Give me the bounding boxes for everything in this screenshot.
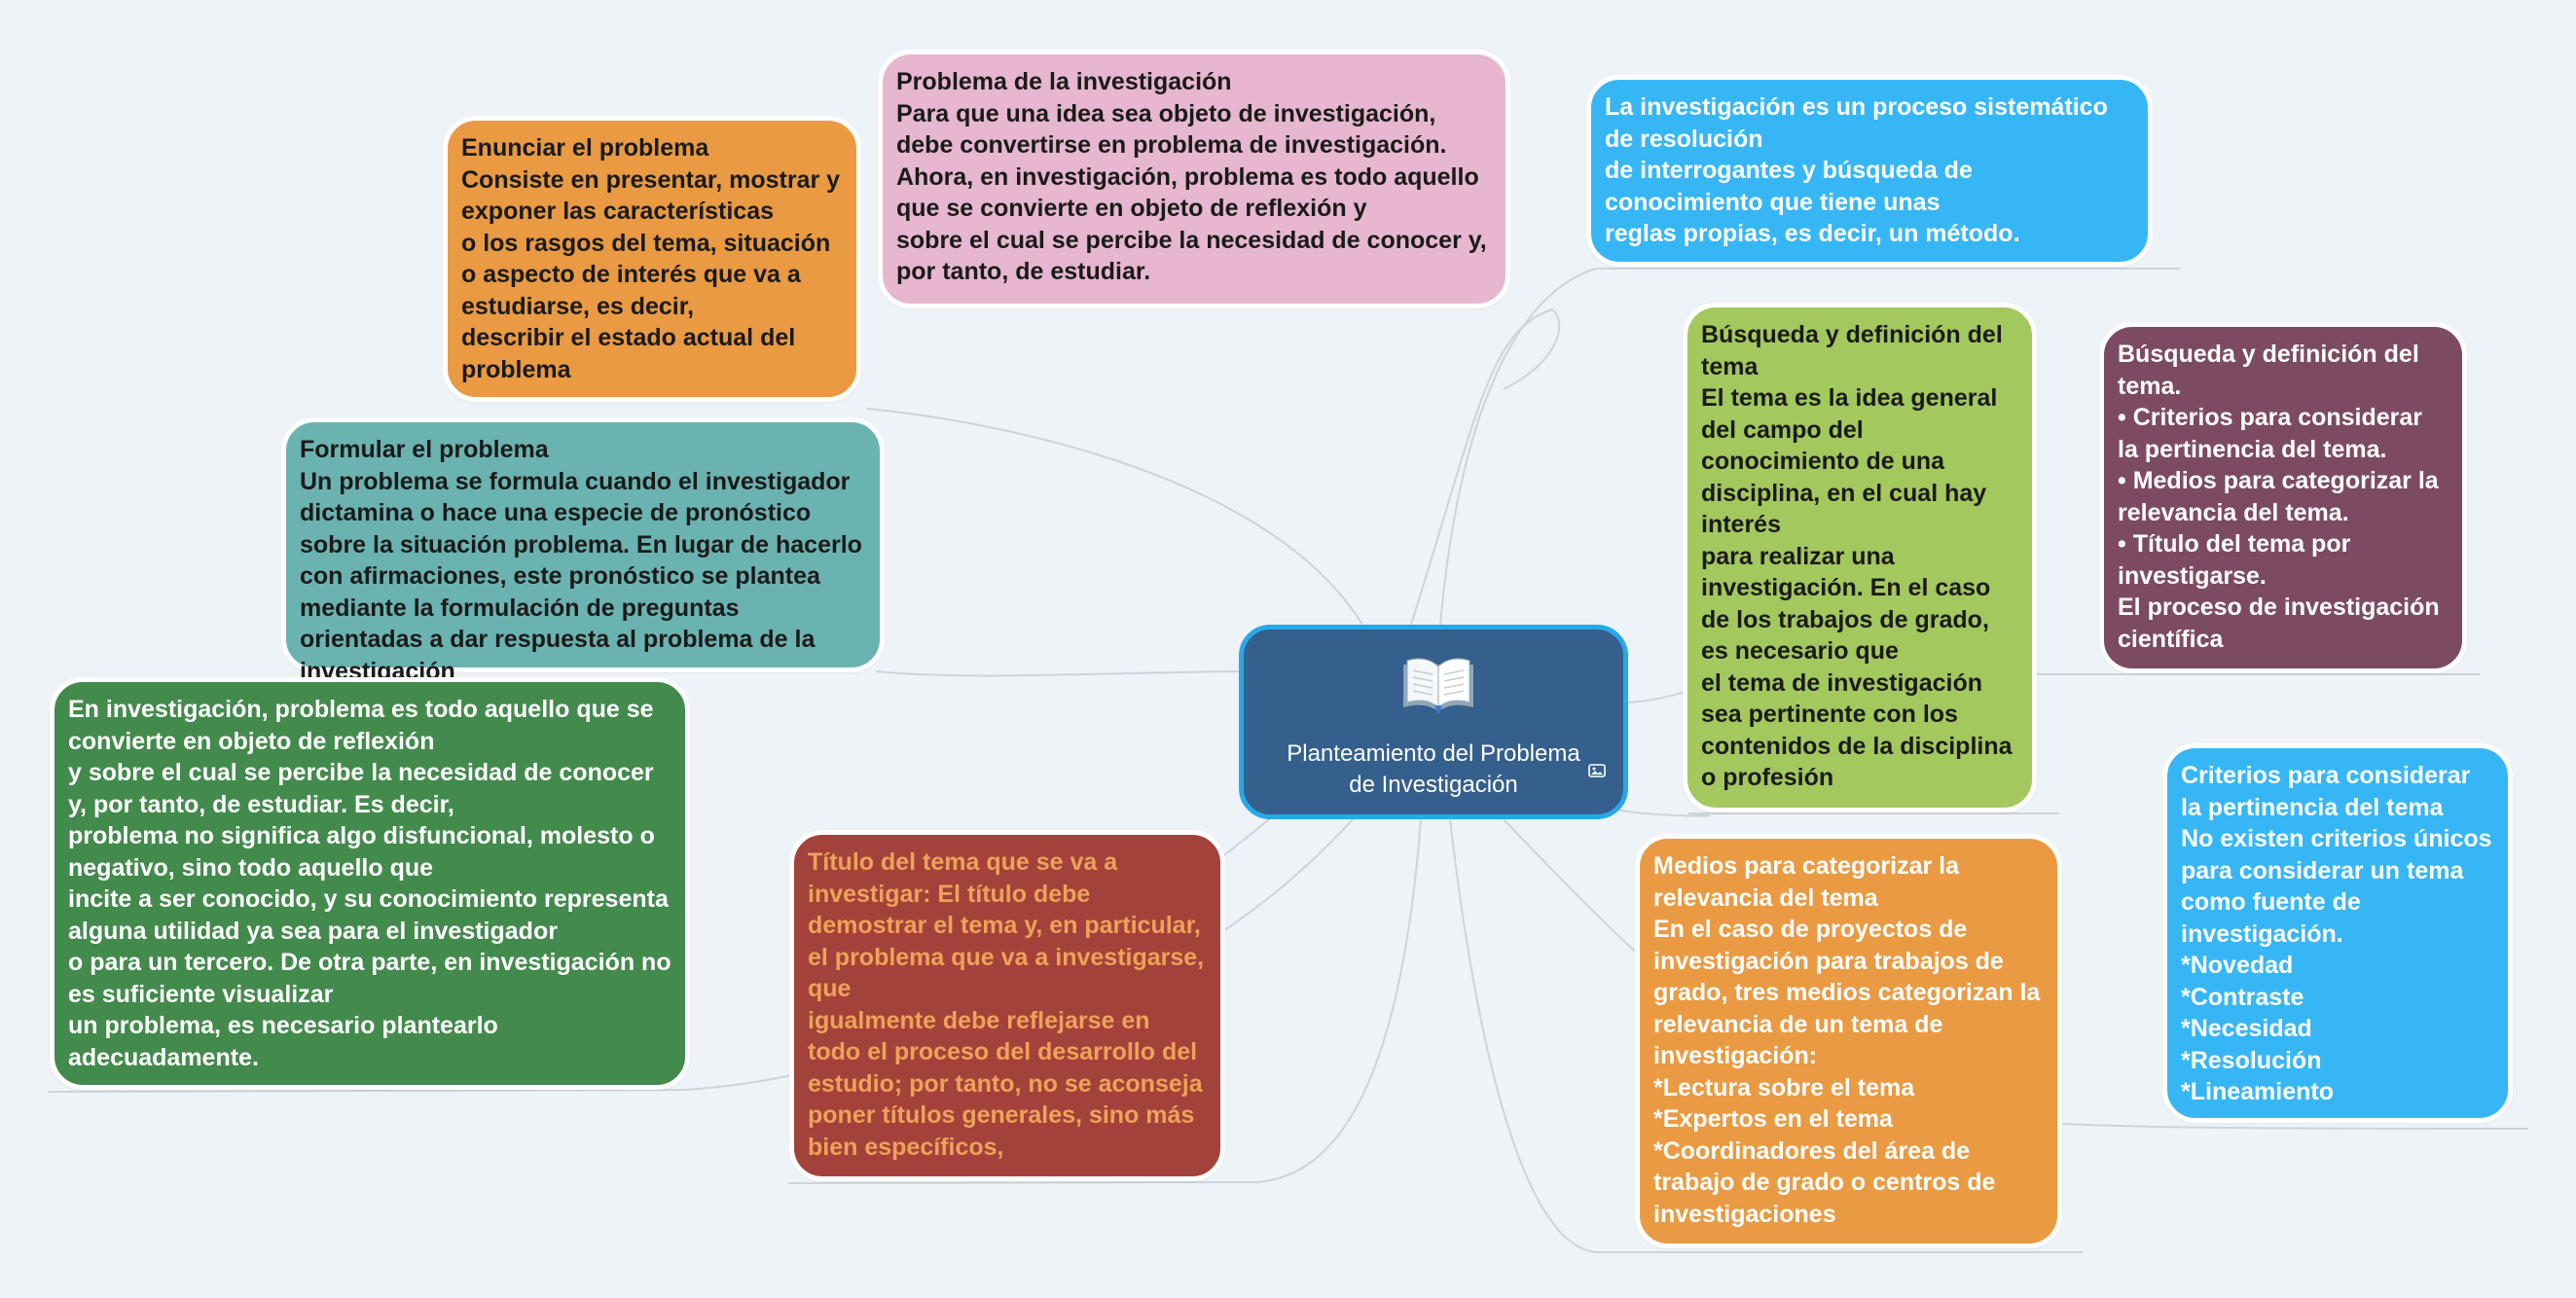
node-problema-investigacion[interactable]: Problema de la investigación Para que un…	[878, 50, 1510, 308]
connector-formular-problema	[875, 670, 1266, 677]
central-topic-title: Planteamiento del Problema de Investigac…	[1287, 740, 1580, 798]
connector-enunciar-problema	[865, 408, 1363, 626]
node-formular-problema[interactable]: Formular el problema Un problema se form…	[281, 417, 885, 685]
node-enunciar-problema[interactable]: Enunciar el problema Consiste en present…	[443, 116, 861, 402]
central-topic[interactable]: Planteamiento del Problema de Investigac…	[1239, 625, 1628, 819]
open-book-icon	[1403, 658, 1473, 715]
node-medios-categorizar[interactable]: Medios para categorizar la relevancia de…	[1635, 834, 2062, 1248]
node-problema-definicion[interactable]: En investigación, problema es todo aquel…	[50, 677, 690, 1090]
connector-problema-investigacion	[1410, 307, 1561, 626]
connector-busqueda-definicion	[1627, 690, 1687, 703]
connector-medios-categorizar	[1503, 818, 1639, 955]
node-titulo-tema[interactable]: Título del tema que se va a investigar: …	[789, 830, 1225, 1181]
node-proceso-sistematico[interactable]: La investigación es un proceso sistemáti…	[1586, 75, 2153, 267]
node-criterios-pertinencia[interactable]: Criterios para considerar la pertinencia…	[2162, 743, 2513, 1123]
connector-titulo-tema	[1217, 818, 1354, 940]
node-busqueda-lista[interactable]: Búsqueda y definición del tema. • Criter…	[2099, 322, 2467, 673]
image-icon[interactable]	[1588, 764, 1606, 777]
connector-criterios-pertinencia	[2060, 1123, 2529, 1130]
node-busqueda-definicion[interactable]: Búsqueda y definición del tema El tema e…	[1683, 303, 2037, 812]
